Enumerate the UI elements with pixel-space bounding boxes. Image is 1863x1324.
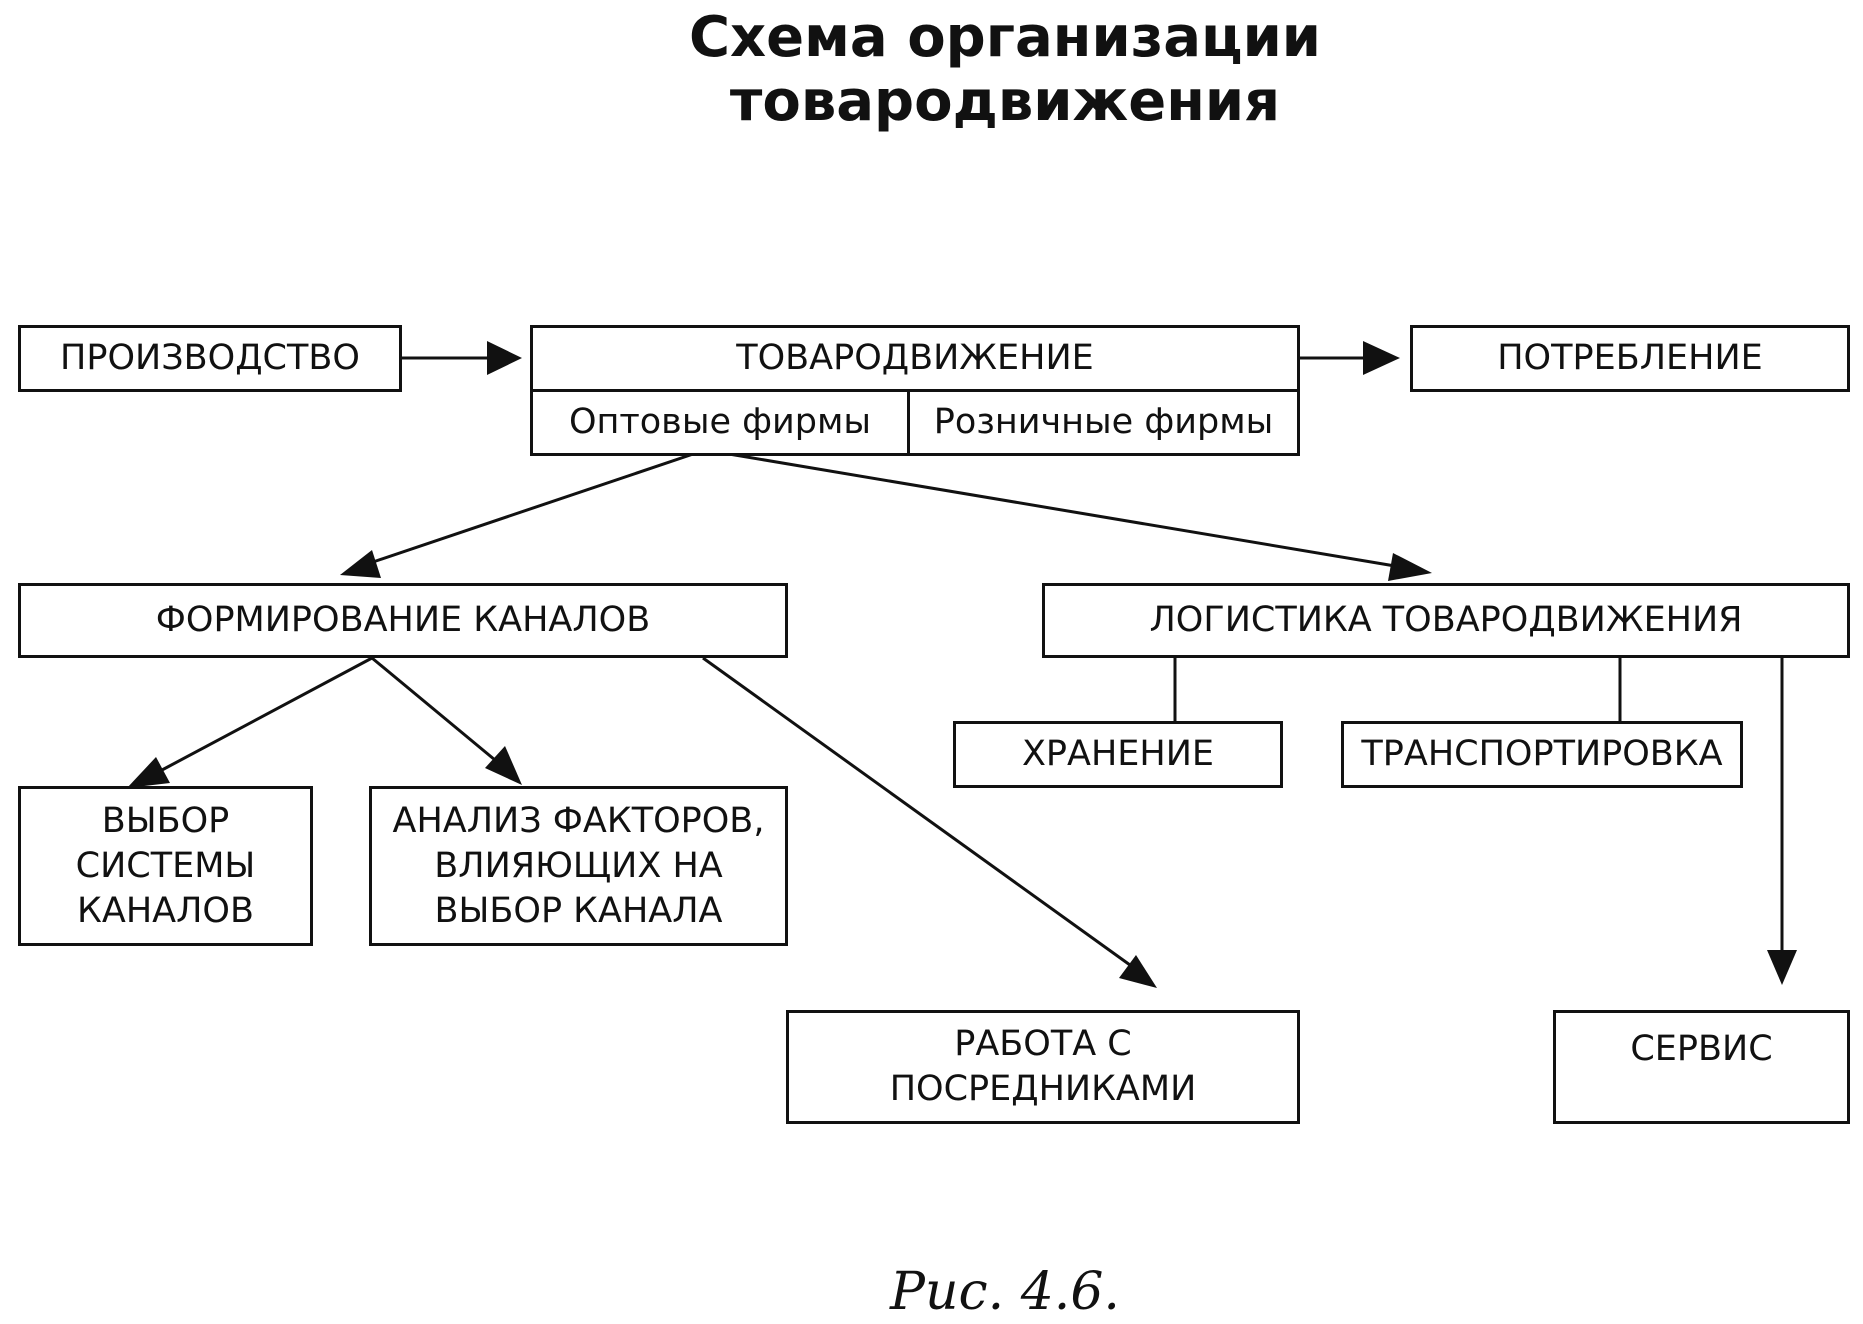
node-channel-system-line-3: КАНАЛОВ — [77, 890, 254, 931]
node-wholesale-label: Оптовые фирмы — [568, 402, 872, 442]
arrowhead-consumption — [1363, 341, 1400, 375]
arrow-to-factors — [371, 656, 496, 762]
arrow-to-intermediaries — [702, 656, 1131, 967]
node-distribution: ТОВАРОДВИЖЕНИЕ — [530, 325, 1300, 392]
arrowhead-factors — [485, 746, 522, 785]
node-storage: ХРАНЕНИЕ — [953, 721, 1283, 788]
node-intermediaries-line-1: РАБОТА С — [954, 1024, 1132, 1064]
node-consumption: ПОТРЕБЛЕНИЕ — [1410, 325, 1850, 392]
node-logistics: ЛОГИСТИКА ТОВАРОДВИЖЕНИЯ — [1042, 583, 1850, 658]
node-service: СЕРВИС — [1553, 1010, 1850, 1124]
node-channel-system-line-1: ВЫБОР — [101, 800, 230, 841]
node-channels: ФОРМИРОВАНИЕ КАНАЛОВ — [18, 583, 788, 658]
node-intermediaries-line-2: ПОСРЕДНИКАМИ — [889, 1069, 1197, 1109]
node-factors-line-3: ВЫБОР КАНАЛА — [434, 890, 723, 931]
node-retail-label: Розничные фирмы — [933, 402, 1274, 442]
node-storage-label: ХРАНЕНИЕ — [1021, 734, 1215, 774]
node-channel-system-line-2: СИСТЕМЫ — [75, 845, 256, 886]
arrowhead-intermediaries — [1119, 955, 1157, 988]
node-production-label: ПРОИЗВОДСТВО — [60, 338, 360, 378]
arrowhead-production — [487, 341, 522, 375]
node-production: ПРОИЗВОДСТВО — [18, 325, 402, 392]
node-wholesale: Оптовые фирмы — [530, 389, 910, 456]
arrowhead-channel-system — [127, 757, 170, 788]
arrow-to-channel-system — [161, 656, 373, 772]
arrowhead-logistics — [1388, 553, 1432, 581]
node-consumption-label: ПОТРЕБЛЕНИЕ — [1497, 338, 1763, 378]
arrow-to-channels — [369, 448, 706, 565]
node-distribution-label: ТОВАРОДВИЖЕНИЕ — [736, 338, 1094, 378]
node-service-label: СЕРВИС — [1630, 1029, 1773, 1069]
node-channels-label: ФОРМИРОВАНИЕ КАНАЛОВ — [155, 600, 651, 640]
node-transport-label: ТРАНСПОРТИРОВКА — [1361, 734, 1723, 774]
node-channel-system: ВЫБОР СИСТЕМЫ КАНАЛОВ — [18, 786, 313, 946]
figure-caption: Рис. 4.6. — [890, 1262, 1120, 1322]
title-line-2: товародвижения — [729, 69, 1281, 134]
node-retail: Розничные фирмы — [907, 389, 1300, 456]
node-factors: АНАЛИЗ ФАКТОРОВ, ВЛИЯЮЩИХ НА ВЫБОР КАНАЛ… — [369, 786, 788, 946]
node-factors-line-1: АНАЛИЗ ФАКТОРОВ, — [392, 800, 765, 841]
node-transport: ТРАНСПОРТИРОВКА — [1341, 721, 1743, 788]
arrow-to-logistics — [704, 448, 1396, 568]
node-intermediaries: РАБОТА С ПОСРЕДНИКАМИ — [786, 1010, 1300, 1124]
arrowhead-service — [1767, 950, 1797, 985]
diagram-title: Схема организации товародвижения — [0, 6, 1863, 134]
title-line-1: Схема организации — [688, 5, 1322, 70]
arrowhead-channels — [340, 550, 381, 578]
node-factors-line-2: ВЛИЯЮЩИХ НА — [434, 845, 723, 886]
node-logistics-label: ЛОГИСТИКА ТОВАРОДВИЖЕНИЯ — [1149, 600, 1743, 640]
